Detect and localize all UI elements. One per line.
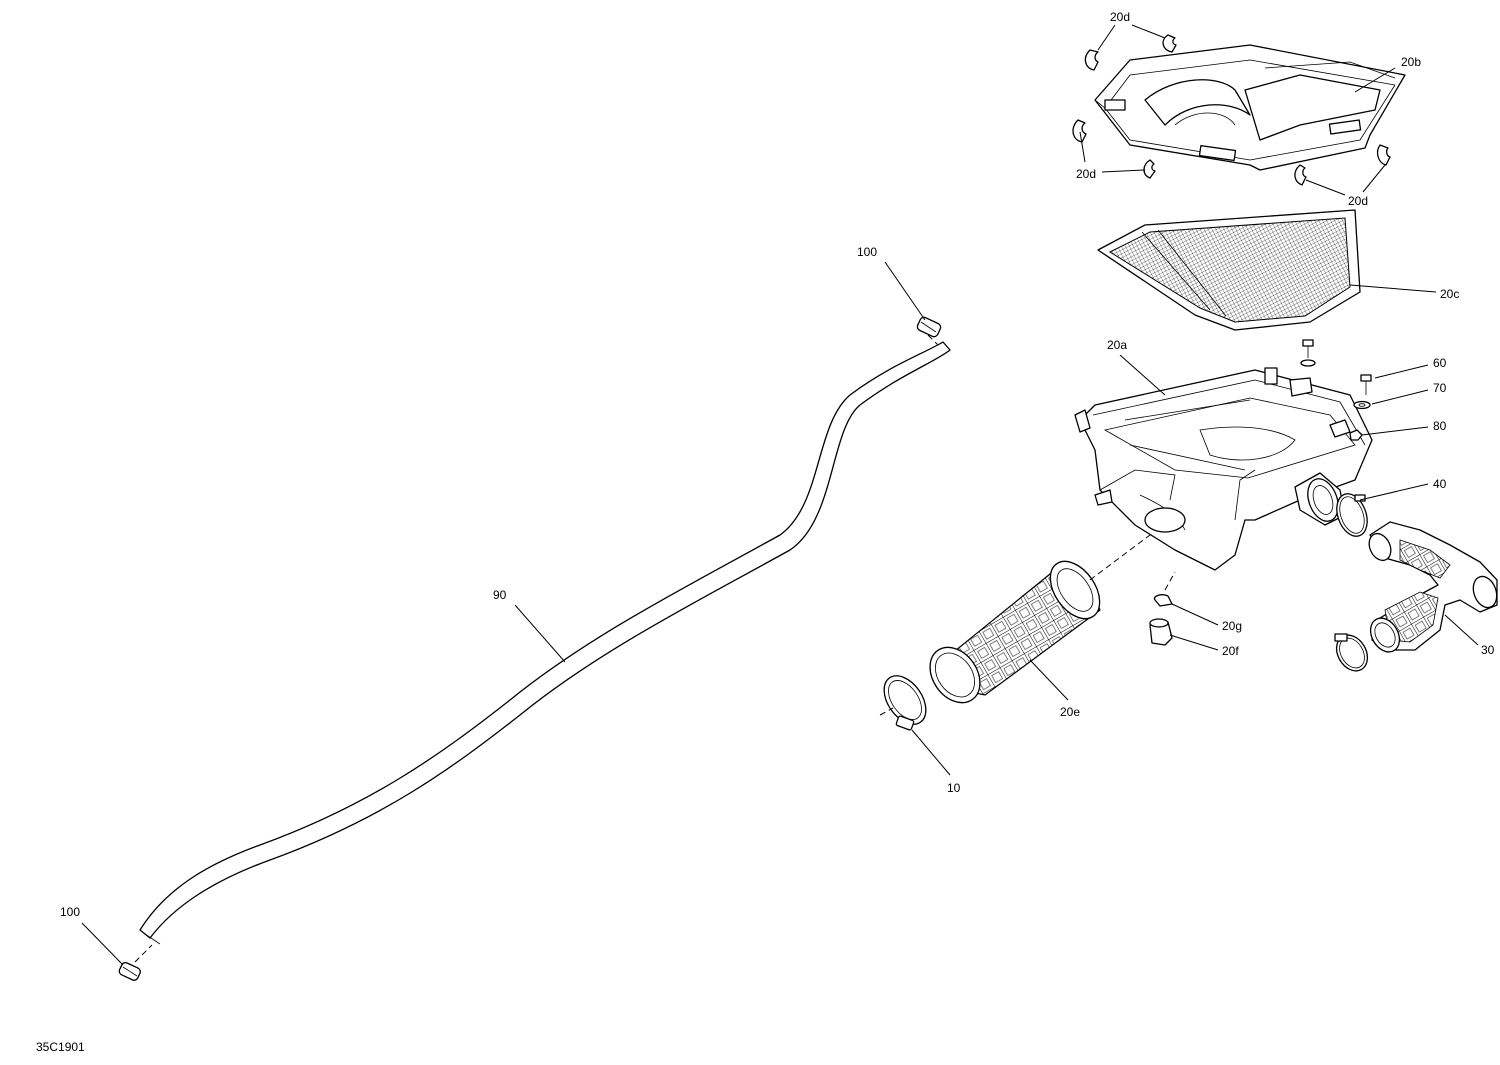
callout-20d-top: 20d bbox=[1110, 10, 1130, 24]
callout-20c: 20c bbox=[1440, 287, 1459, 301]
screw-top bbox=[1300, 339, 1316, 367]
callout-20e: 20e bbox=[1060, 705, 1080, 719]
inlet-duct bbox=[929, 560, 1101, 704]
callout-100-bottom: 100 bbox=[60, 905, 80, 919]
cover-clip-left-2 bbox=[1143, 159, 1156, 179]
drain-hose bbox=[139, 341, 951, 945]
intake-clamp bbox=[1334, 633, 1369, 672]
callout-20a: 20a bbox=[1107, 338, 1127, 352]
intake-duct bbox=[1368, 521, 1498, 653]
nut bbox=[1349, 429, 1363, 441]
leader-lines bbox=[81, 24, 1479, 966]
callout-20g: 20g bbox=[1222, 619, 1242, 633]
callout-labels: 20d 20b 20d 20d 20c 20a 60 70 80 40 100 … bbox=[36, 10, 1495, 1054]
callout-80: 80 bbox=[1433, 419, 1447, 433]
hose-clamp-top bbox=[916, 316, 942, 346]
cover-clip-top-1 bbox=[1084, 49, 1099, 71]
cover-clip-right-1 bbox=[1294, 164, 1307, 186]
air-box-base bbox=[1074, 367, 1373, 571]
cover-clip-right-2 bbox=[1376, 144, 1391, 166]
cover-clip-top-2 bbox=[1162, 34, 1177, 53]
callout-100-top: 100 bbox=[857, 245, 877, 259]
hose-clamp-bottom bbox=[118, 944, 153, 981]
outlet-clamp bbox=[1336, 493, 1368, 537]
drain-plug bbox=[1149, 618, 1173, 646]
cover-clip-left-1 bbox=[1072, 119, 1087, 143]
air-filter bbox=[1097, 209, 1361, 331]
callout-90: 90 bbox=[493, 588, 507, 602]
drain-clip bbox=[1153, 594, 1173, 607]
callout-40: 40 bbox=[1433, 477, 1447, 491]
callout-70: 70 bbox=[1433, 381, 1447, 395]
callout-20d-left: 20d bbox=[1076, 167, 1096, 181]
washer bbox=[1353, 400, 1371, 410]
air-box-cover bbox=[1094, 44, 1406, 171]
callout-30: 30 bbox=[1481, 643, 1495, 657]
callout-60: 60 bbox=[1433, 356, 1447, 370]
callout-10: 10 bbox=[947, 781, 961, 795]
callout-20d-right: 20d bbox=[1348, 194, 1368, 208]
screw bbox=[1360, 374, 1372, 395]
callout-20f: 20f bbox=[1222, 644, 1239, 658]
callout-20b: 20b bbox=[1401, 55, 1421, 69]
inlet-clamp bbox=[883, 675, 927, 731]
drawing-number: 35C1901 bbox=[36, 1040, 85, 1054]
